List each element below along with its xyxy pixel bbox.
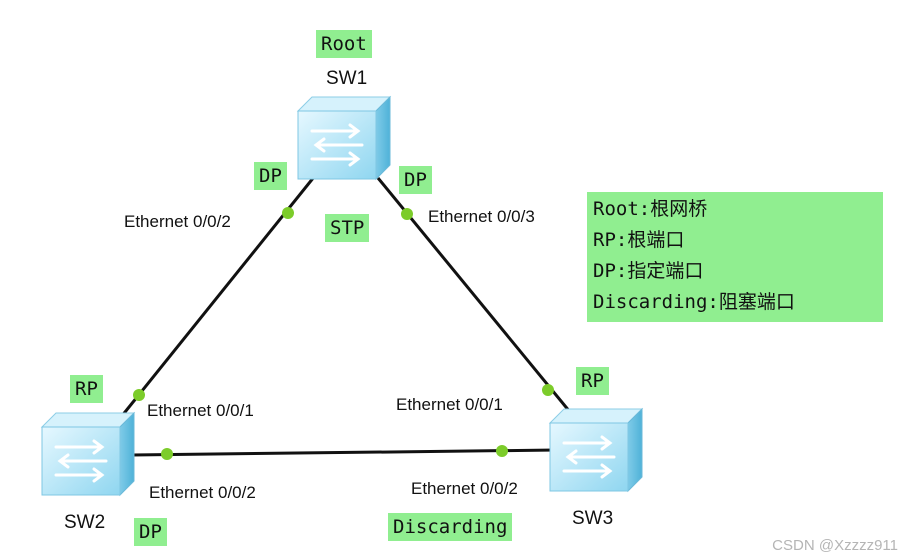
- port-label-sw3-up: Ethernet 0/0/1: [396, 395, 503, 414]
- sw1-name: SW1: [326, 68, 368, 89]
- port-dot-sw2-right: [161, 448, 173, 460]
- legend-item-root: Root:根网桥: [593, 198, 708, 220]
- switch-icon-sw2[interactable]: [40, 411, 136, 497]
- discarding-tag: Discarding: [388, 513, 513, 541]
- sw3-name: SW3: [572, 508, 614, 529]
- legend-item-dp: DP:指定端口: [593, 260, 704, 282]
- switch-icon-sw3[interactable]: [548, 407, 644, 493]
- legend-box: Root:根网桥 RP:根端口 DP:指定端口 Discarding:阻塞端口: [587, 192, 883, 322]
- sw1-port-right-role: DP: [399, 166, 432, 194]
- port-label-sw1-right: Ethernet 0/0/3: [428, 207, 535, 226]
- switch-icon-sw1[interactable]: [296, 95, 392, 181]
- sw2-top-role-tag: RP: [70, 375, 103, 403]
- port-label-sw2-right: Ethernet 0/0/2: [149, 483, 256, 502]
- legend-item-discarding: Discarding:阻塞端口: [593, 291, 795, 313]
- link-sw2-sw3: [131, 448, 557, 457]
- legend-item-rp: RP:根端口: [593, 229, 685, 251]
- sw1-role-tag: Root: [316, 30, 372, 58]
- port-label-sw2-up: Ethernet 0/0/1: [147, 401, 254, 420]
- sw1-port-left-role: DP: [254, 162, 287, 190]
- sw3-role-tag: RP: [576, 367, 609, 395]
- port-dot-sw2-up: [133, 389, 145, 401]
- sw2-bottom-role-tag: DP: [134, 518, 167, 546]
- port-dot-sw1-left: [282, 207, 294, 219]
- port-dot-sw3-left: [496, 445, 508, 457]
- protocol-tag: STP: [325, 214, 370, 242]
- port-dot-sw1-right: [401, 208, 413, 220]
- port-label-sw1-left: Ethernet 0/0/2: [124, 212, 231, 231]
- watermark: CSDN @Xzzzz911: [772, 537, 898, 554]
- port-label-sw3-left: Ethernet 0/0/2: [411, 479, 518, 498]
- port-dot-sw3-up: [542, 384, 554, 396]
- sw2-name: SW2: [64, 512, 106, 533]
